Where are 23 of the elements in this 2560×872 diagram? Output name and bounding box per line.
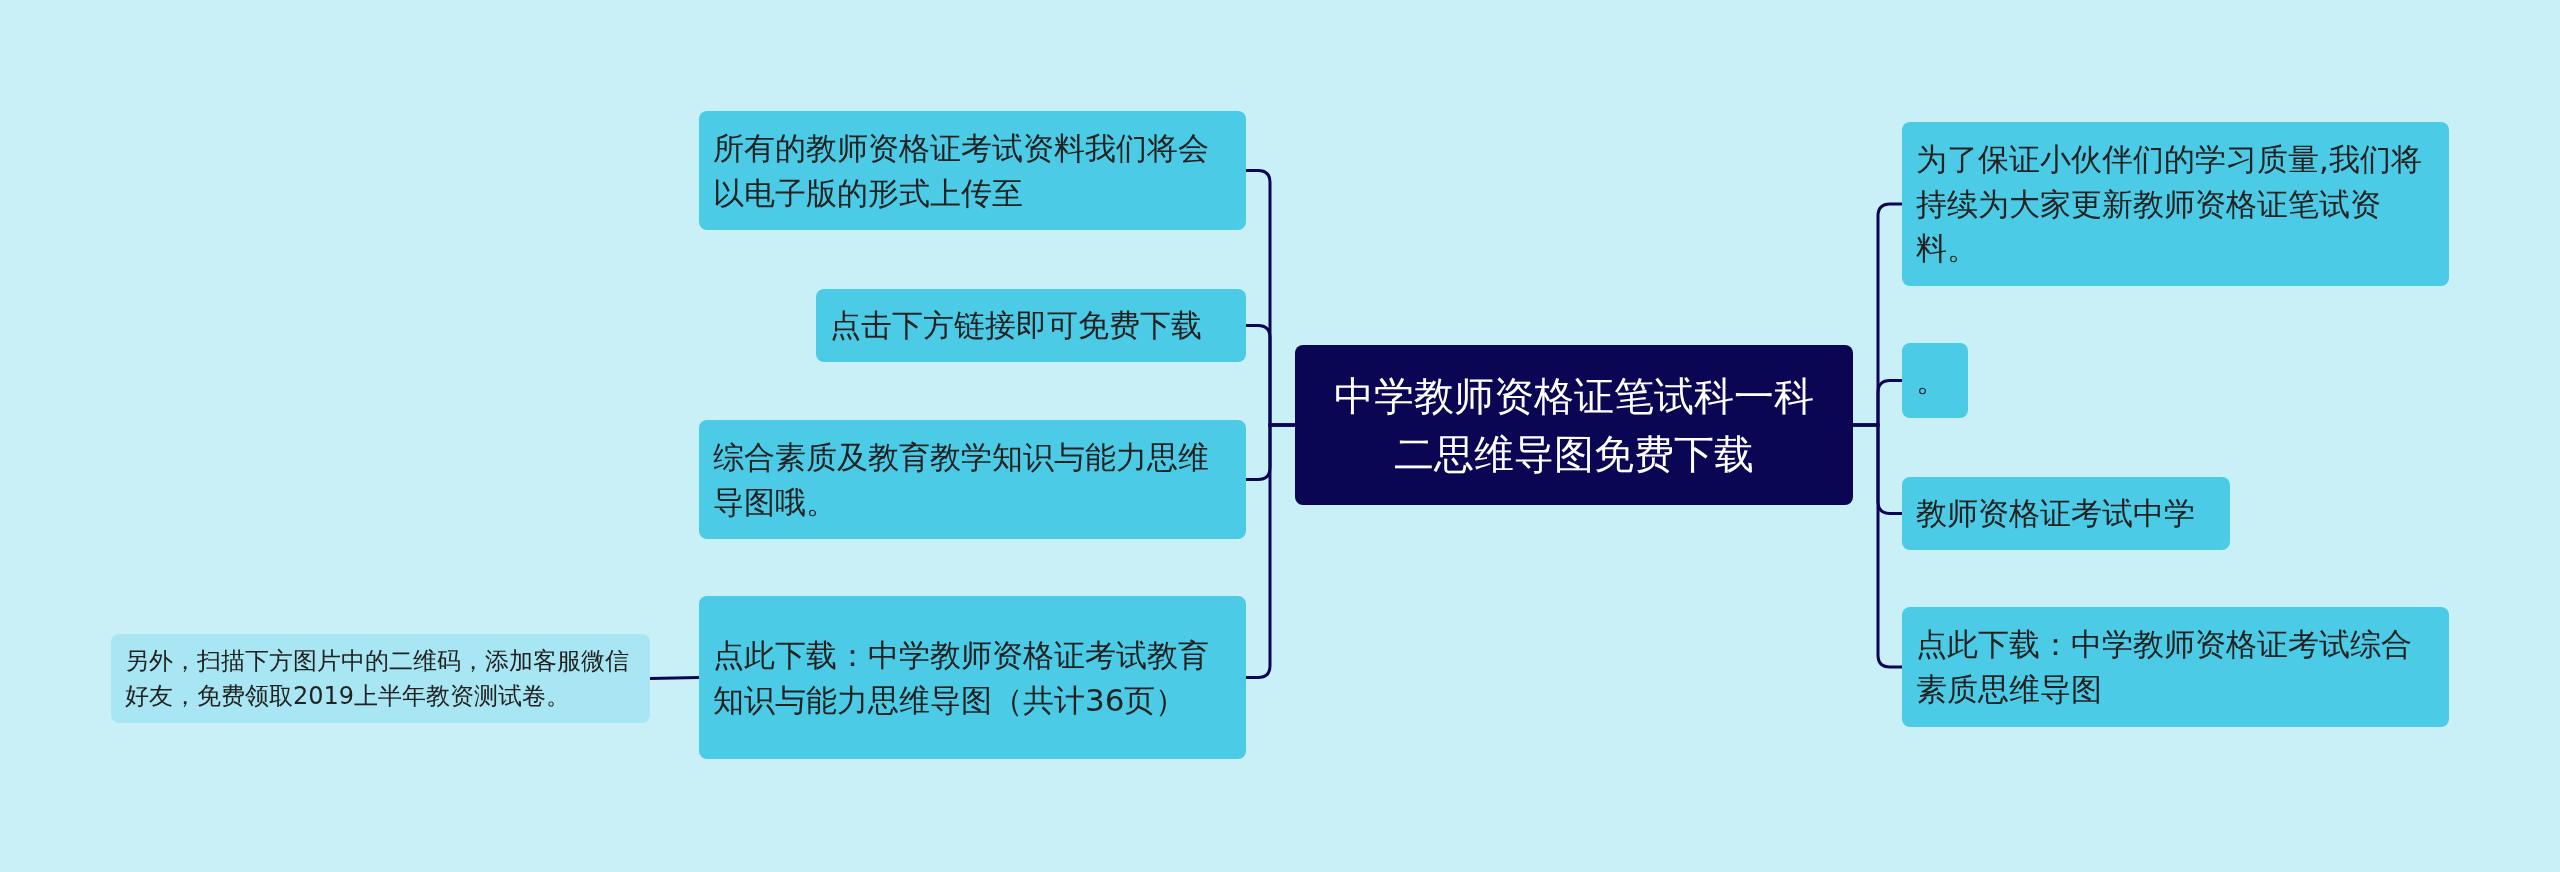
node-text: 为了保证小伙伴们的学习质量,我们将持续为大家更新教师资格证笔试资料。 bbox=[1916, 139, 2423, 269]
topic-box bbox=[816, 289, 1246, 362]
node-text: 综合素质及教育教学知识与能力思维导图哦。 bbox=[713, 437, 1210, 522]
node-text: 。 bbox=[1916, 361, 1947, 401]
node-text: 点击下方链接即可免费下载 bbox=[830, 306, 1202, 346]
connector-line bbox=[649, 676, 700, 680]
topic-box bbox=[1902, 343, 1968, 418]
central-topic-box bbox=[1295, 345, 1853, 505]
topic-box bbox=[111, 634, 650, 723]
node-text: 中学教师资格证笔试科一科二思维导图免费下载 bbox=[1333, 372, 1815, 479]
node-text: 所有的教师资格证考试资料我们将会以电子版的形式上传至 bbox=[713, 128, 1210, 213]
topic-box bbox=[699, 596, 1246, 759]
topic-box bbox=[699, 420, 1246, 539]
connector-line bbox=[1853, 423, 1902, 669]
topic-box bbox=[1902, 122, 2449, 286]
node-text: 另外，扫描下方图片中的二维码，添加客服微信好友，免费领取2019上半年教资测试卷。 bbox=[125, 645, 630, 712]
connector-line bbox=[1246, 423, 1295, 679]
node-text: 点此下载：中学教师资格证考试综合素质思维导图 bbox=[1916, 625, 2413, 709]
node-text: 教师资格证考试中学 bbox=[1916, 494, 2195, 534]
topic-box bbox=[1902, 477, 2230, 550]
node-text: 点此下载：中学教师资格证考试教育知识与能力思维导图（共计36页） bbox=[713, 635, 1210, 720]
topic-box bbox=[699, 111, 1246, 230]
topic-box bbox=[1902, 607, 2449, 727]
